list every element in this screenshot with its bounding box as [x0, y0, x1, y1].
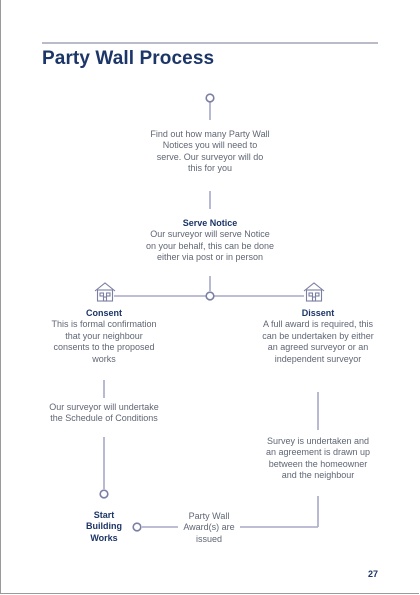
- step-consent-text: This is formal confirmation that your ne…: [51, 319, 157, 364]
- award-node: [132, 522, 142, 532]
- step-schedule: Our surveyor will undertake the Schedule…: [49, 402, 159, 425]
- step-serve-notice-heading: Serve Notice: [182, 218, 238, 228]
- step-find-out: Find out how many Party Wall Notices you…: [150, 129, 270, 175]
- page-number: 27: [367, 569, 378, 579]
- step-dissent-heading: Dissent: [301, 308, 335, 318]
- page-title: Party Wall Process: [42, 48, 215, 69]
- step-dissent-text: A full award is required, this can be un…: [262, 319, 374, 364]
- step-survey-text: Survey is undertaken and an agreement is…: [265, 436, 371, 481]
- step-consent-heading: Consent: [86, 308, 122, 318]
- house-icon: [303, 282, 325, 302]
- step-dissent: Dissent A full award is required, this c…: [258, 308, 378, 365]
- step-start-building-heading: Start Building Works: [86, 510, 122, 543]
- step-award: Party Wall Award(s) are issued: [180, 511, 238, 545]
- step-start-building: Start Building Works: [79, 510, 129, 544]
- step-consent: Consent This is formal confirmation that…: [49, 308, 159, 365]
- step-serve-notice-text: Our surveyor will serve Notice on your b…: [145, 229, 275, 263]
- header-rule: [42, 42, 378, 44]
- step-find-out-text: Find out how many Party Wall Notices you…: [150, 129, 270, 174]
- step-schedule-text: Our surveyor will undertake the Schedule…: [49, 402, 159, 424]
- split-node: [205, 291, 215, 301]
- step-survey: Survey is undertaken and an agreement is…: [261, 436, 375, 482]
- start-node: [205, 93, 215, 103]
- end-node: [99, 489, 109, 499]
- house-icon: [94, 282, 116, 302]
- step-serve-notice: Serve Notice Our surveyor will serve Not…: [145, 218, 275, 264]
- step-award-text: Party Wall Award(s) are issued: [183, 511, 235, 544]
